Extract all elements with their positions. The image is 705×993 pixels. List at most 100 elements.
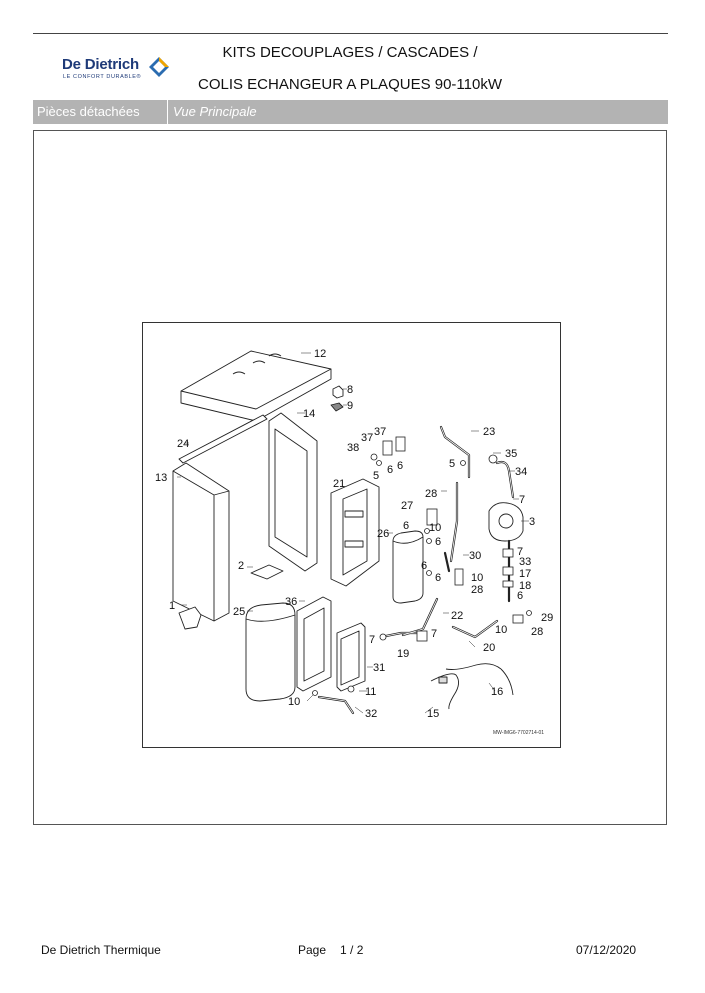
- part-plate: [296, 596, 332, 692]
- part-plate-exchanger: [336, 622, 366, 692]
- pipe-28a: [449, 481, 459, 563]
- part-label-17: 17: [519, 568, 531, 580]
- pipe-19: [379, 631, 423, 639]
- part-labels: 12 8 9 14 24 37 37 38 5 6 6 23 35 5 34 1…: [155, 348, 553, 736]
- part-label-6e: 6: [421, 560, 427, 572]
- part-label-6f: 6: [435, 572, 441, 584]
- part-label-21: 21: [333, 478, 345, 490]
- part-label-33: 33: [519, 556, 531, 568]
- part-label-25: 25: [233, 606, 245, 618]
- part-cable-16-tail: [500, 668, 514, 696]
- fitting-37a: [382, 440, 393, 456]
- part-label-13: 13: [155, 472, 167, 484]
- fitting-19: [416, 630, 428, 642]
- document-title-line2: COLIS ECHANGEUR A PLAQUES 90-110kW: [198, 76, 502, 93]
- part-label-3: 3: [529, 516, 535, 528]
- part-label-31: 31: [373, 662, 385, 674]
- part-top-cover-edge: [180, 368, 332, 410]
- part-label-36: 36: [285, 596, 297, 608]
- drawing-reference: MW-IMG6-7702714-01: [493, 730, 544, 736]
- footer-company: De Dietrich Thermique: [41, 943, 161, 957]
- part-label-10a: 10: [429, 522, 441, 534]
- footer-page-number: 1 / 2: [340, 943, 364, 957]
- part-bracket-inner: [342, 488, 368, 576]
- part-left-panel-face: [172, 470, 230, 621]
- section-label: Pièces détachées: [37, 104, 140, 119]
- part-foot-clip: [178, 606, 202, 630]
- part-label-10b: 10: [471, 572, 483, 584]
- part-cable-16: [445, 663, 502, 670]
- fitting-35: [488, 454, 498, 464]
- header-rule: [33, 33, 668, 34]
- footer-page: Page 1 / 2: [298, 943, 363, 957]
- fitting-10: [454, 568, 464, 586]
- fitting-17: [502, 566, 514, 576]
- drawing-frame: [33, 130, 667, 825]
- part-plug: [438, 676, 448, 684]
- part-bracket-slot-1: [344, 510, 364, 518]
- part-left-panel: [172, 462, 230, 622]
- part-label-37a: 37: [374, 426, 386, 438]
- part-label-30: 30: [469, 550, 481, 562]
- fitting-28c: [512, 614, 524, 624]
- part-label-28b: 28: [471, 584, 483, 596]
- part-label-27: 27: [401, 500, 413, 512]
- part-label-2: 2: [238, 560, 244, 572]
- fitting-29: [526, 610, 532, 616]
- part-label-8: 8: [347, 384, 353, 396]
- fitting-33: [502, 548, 514, 558]
- exploded-view-diagram: 12 8 9 14 24 37 37 38 5 6 6 23 35 5 34 1…: [142, 322, 561, 748]
- part-label-38: 38: [347, 442, 359, 454]
- part-label-6d: 6: [435, 536, 441, 548]
- part-label-12: 12: [314, 348, 326, 360]
- part-label-7a: 7: [519, 494, 525, 506]
- document-title-line1: KITS DECOUPLAGES / CASCADES /: [222, 44, 478, 61]
- section-cell: [33, 100, 168, 124]
- footer-page-label: Page: [298, 943, 327, 957]
- part-pump-impeller: [498, 513, 514, 529]
- part-exchanger-body: [392, 530, 424, 604]
- part-cable-15: [430, 673, 459, 710]
- brand-tagline: LE CONFORT DURABLE®: [63, 74, 142, 80]
- part-label-24: 24: [177, 438, 189, 450]
- part-rear-panel: [268, 412, 318, 572]
- part-bracket: [330, 478, 380, 587]
- part-label-9: 9: [347, 400, 353, 412]
- part-top-cover: [180, 350, 332, 422]
- part-label-5a: 5: [373, 470, 379, 482]
- part-label-6a: 6: [387, 464, 393, 476]
- pipe-30: [443, 551, 451, 573]
- part-label-37b: 37: [361, 432, 373, 444]
- part-label-6b: 6: [397, 460, 403, 472]
- fitting-37b: [395, 436, 406, 452]
- part-label-34: 34: [515, 466, 527, 478]
- part-label-7d: 7: [431, 628, 437, 640]
- part-label-6g: 6: [517, 590, 523, 602]
- part-clip-9: [330, 402, 344, 412]
- part-label-18: 18: [519, 580, 531, 592]
- part-plate-exchanger-inner: [340, 630, 360, 686]
- part-label-23: 23: [483, 426, 495, 438]
- part-pump: [488, 502, 524, 542]
- part-top-cover-slots: [232, 353, 282, 375]
- part-bar: [178, 414, 268, 464]
- part-label-14: 14: [303, 408, 315, 420]
- part-label-28c: 28: [531, 626, 543, 638]
- fitting-6e: [426, 570, 432, 576]
- fitting-5a: [376, 460, 382, 466]
- part-label-19: 19: [397, 648, 409, 660]
- view-label: Vue Principale: [173, 104, 257, 119]
- part-label-20: 20: [483, 642, 495, 654]
- fitting-5b: [460, 460, 466, 466]
- part-label-6c: 6: [403, 520, 409, 532]
- section-bar: Pièces détachées Vue Principale: [33, 100, 668, 124]
- part-small-bracket: [250, 564, 284, 580]
- diamond-logo-icon: [149, 57, 169, 77]
- part-label-10c: 10: [495, 624, 507, 636]
- part-label-7b: 7: [517, 546, 523, 558]
- fitting-7c: [379, 633, 387, 641]
- part-plate-inner: [303, 607, 325, 682]
- part-label-35: 35: [505, 448, 517, 460]
- part-exchanger-body-edge: [392, 536, 424, 544]
- fitting-38: [370, 453, 378, 461]
